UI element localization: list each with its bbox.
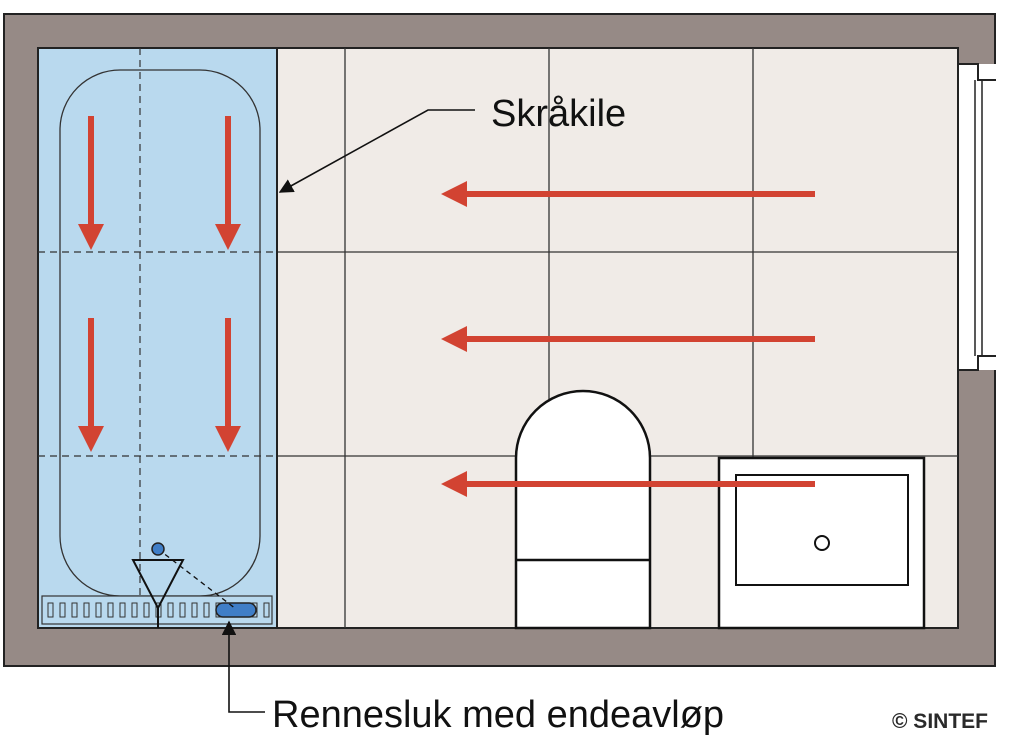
shower-zone <box>37 47 278 629</box>
washbasin-icon <box>717 456 926 630</box>
drain-slot <box>95 602 102 618</box>
drain-slot <box>131 602 138 618</box>
toilet-icon <box>514 389 652 630</box>
drain-slot <box>179 602 186 618</box>
drain-slot <box>59 602 66 618</box>
drain-label: Rennesluk med endeavløp <box>272 694 724 736</box>
drain-slot <box>263 602 270 618</box>
shower-arrow-down <box>215 116 241 250</box>
shower-arrow-down <box>215 318 241 452</box>
drain-outlet <box>215 602 257 618</box>
flow-arrows <box>78 116 815 497</box>
window-icon <box>957 63 996 371</box>
flow-arrow-left <box>441 471 815 497</box>
copyright-label: © SINTEF <box>892 710 988 733</box>
drain-slot <box>83 602 90 618</box>
shower-arrow-down <box>78 318 104 452</box>
shower-valve-icon <box>131 542 237 628</box>
shower-grid <box>38 48 277 596</box>
shower-arrow-down <box>78 116 104 250</box>
drain-slot <box>203 602 210 618</box>
flow-arrow-left <box>441 181 815 207</box>
drain-slot <box>143 602 150 618</box>
drain-slot <box>191 602 198 618</box>
wedge-label: Skråkile <box>491 93 626 135</box>
drain-slot <box>119 602 126 618</box>
drain-leader <box>221 620 265 713</box>
drain-slot <box>107 602 114 618</box>
flow-arrow-left <box>441 326 815 352</box>
wedge-leader <box>278 109 475 193</box>
drain-slot <box>167 602 174 618</box>
drain-slot <box>71 602 78 618</box>
drain-slot <box>47 602 54 618</box>
